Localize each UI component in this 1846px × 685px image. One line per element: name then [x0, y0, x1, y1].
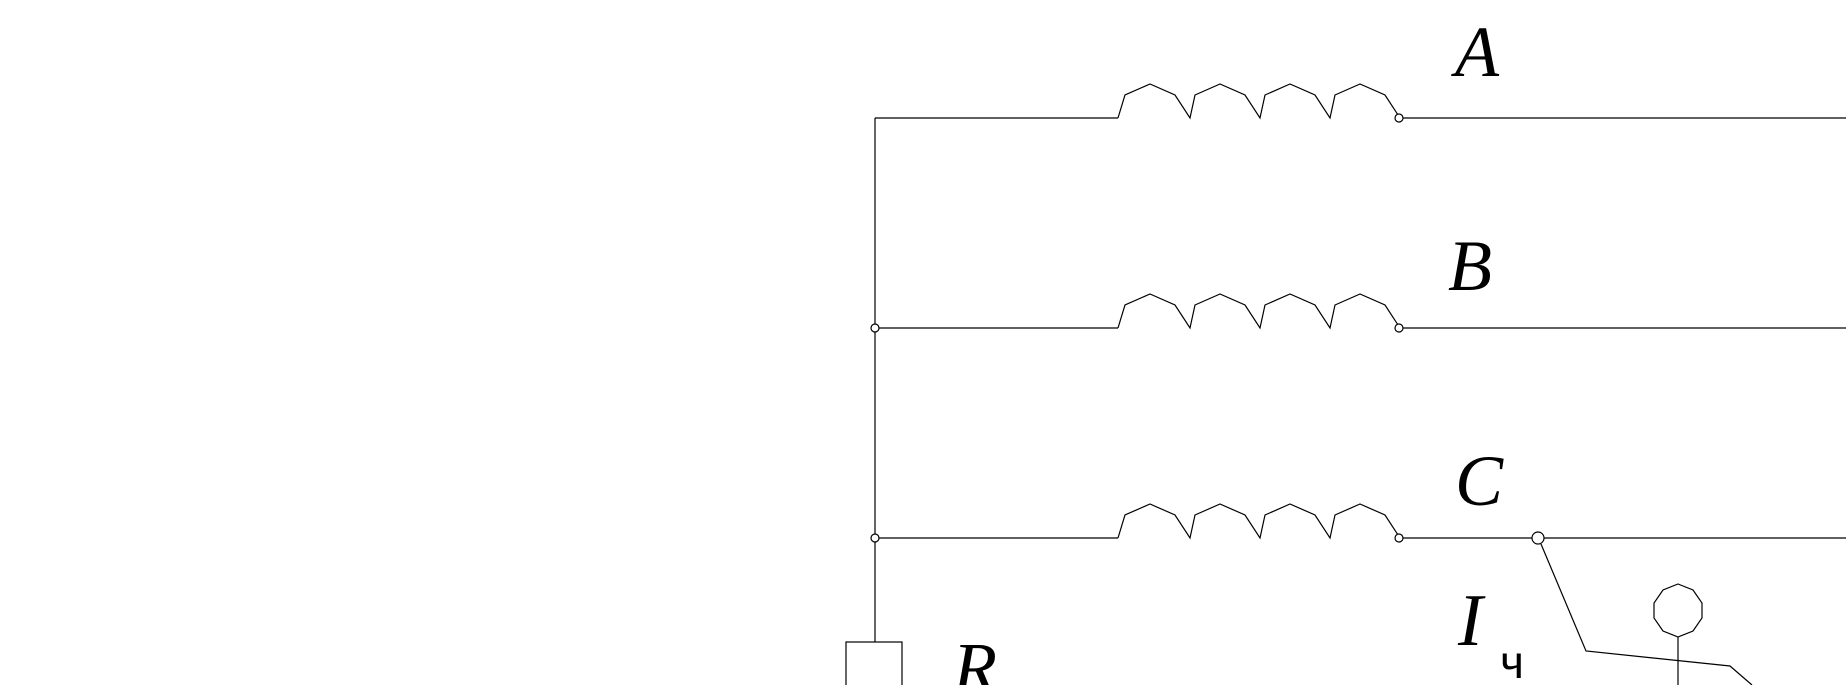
current-subscript: ч [1500, 636, 1524, 685]
phase-a-branch: A [875, 12, 1846, 123]
phase-c-terminal-node [1394, 533, 1404, 543]
current-probe-icon [1653, 583, 1703, 638]
phase-b-winding [1117, 293, 1401, 330]
fault-current-wire [1540, 543, 1753, 685]
phase-b-neutral-node [870, 323, 880, 333]
fault-current-path: I ч [1457, 543, 1753, 685]
resistor-label: R [952, 628, 997, 685]
neutral-resistor: R [845, 628, 997, 685]
resistor-symbol [845, 641, 903, 685]
phase-c-winding [1117, 503, 1401, 540]
phase-c-neutral-node [870, 533, 880, 543]
fault-point-node [1531, 531, 1545, 545]
phase-b-branch: B [870, 226, 1846, 333]
phase-a-winding [1117, 83, 1401, 120]
phase-b-label: B [1448, 226, 1492, 306]
phase-c-branch: C [870, 441, 1846, 545]
phase-a-terminal-node [1394, 113, 1404, 123]
phase-c-label: C [1455, 441, 1504, 521]
phase-b-terminal-node [1394, 323, 1404, 333]
phase-a-label: A [1451, 12, 1500, 92]
current-label: I [1457, 580, 1486, 662]
